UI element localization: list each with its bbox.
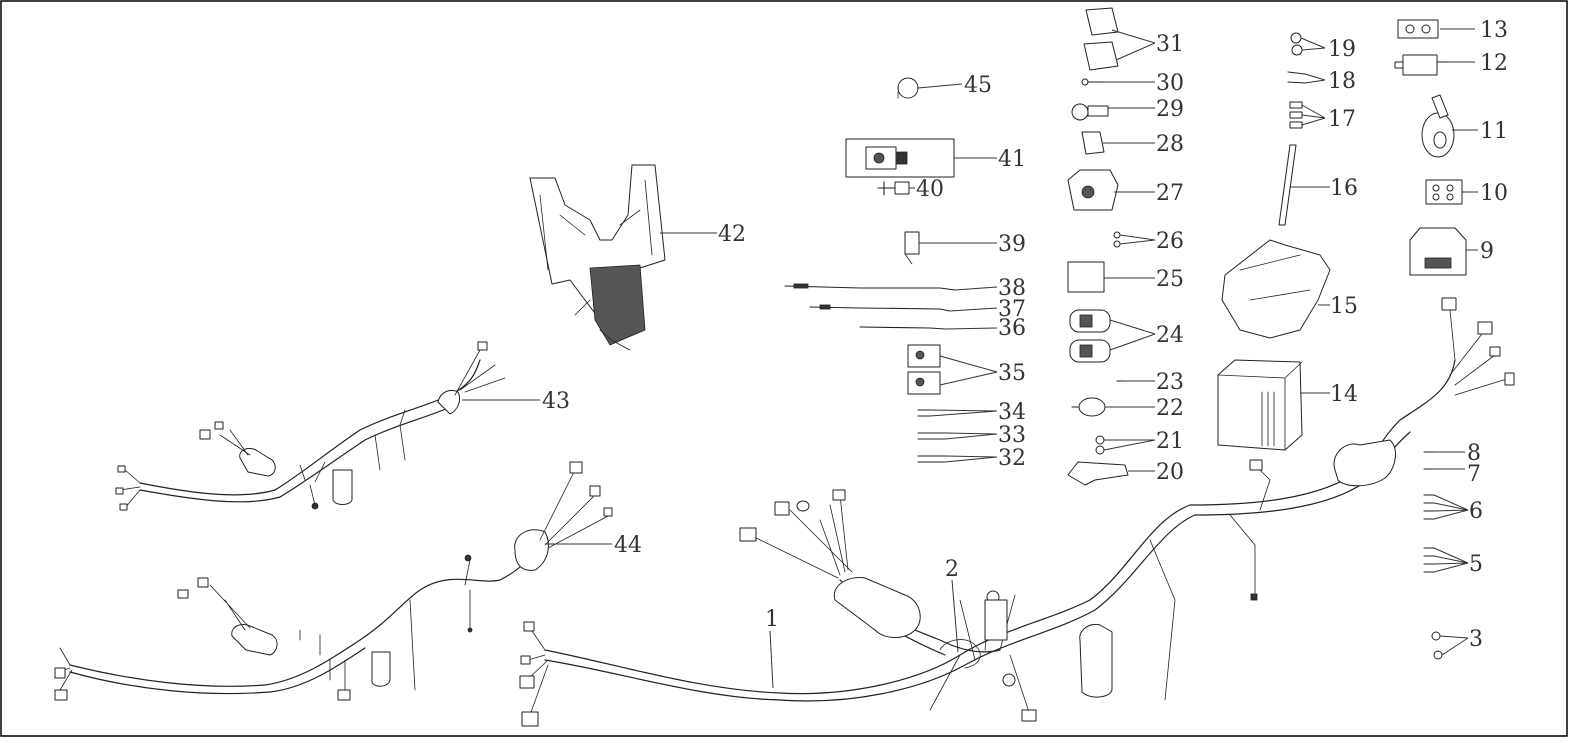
callout-19: 19 [1328,37,1356,62]
callout-35: 35 [998,361,1026,386]
callout-34: 34 [998,400,1026,425]
callout-27: 27 [1156,181,1184,206]
callout-45: 45 [964,73,992,98]
callout-9: 9 [1480,239,1494,264]
switch-assemblies-35 [907,344,941,395]
battery-box-15 [1221,239,1331,339]
callout-22: 22 [1156,396,1184,421]
callout-28: 28 [1156,132,1184,157]
sensor-29 [1071,103,1109,121]
bracket-20 [1067,461,1129,486]
upper-cover-assembly [529,164,666,351]
callout-37: 37 [998,297,1026,322]
callout-42: 42 [718,222,746,247]
callout-16: 16 [1330,176,1358,201]
callout-6: 6 [1469,499,1483,524]
callout-8: 8 [1467,441,1481,466]
callout-15: 15 [1330,294,1358,319]
callout-33: 33 [998,423,1026,448]
callout-10: 10 [1480,181,1508,206]
ignition-key [877,181,910,196]
regulator-9 [1409,227,1467,276]
bolts-19 [1290,32,1303,56]
small-fuses-3-8 [1423,451,1443,660]
screws-18 [1287,71,1306,84]
screws-26 [1113,231,1121,248]
leader-lines [462,28,1478,689]
nuts-17 [1289,101,1303,129]
sensor-22 [1071,397,1106,417]
speed-sensor [897,77,919,99]
strap-16 [1278,144,1297,226]
clip-28 [1081,131,1105,155]
callout-43: 43 [542,389,570,414]
switches-24 [1069,309,1111,363]
fuse-set-32-34 [917,409,946,463]
callout-40: 40 [916,177,944,202]
callout-25: 25 [1156,267,1184,292]
callout-13: 13 [1480,18,1508,43]
callout-32: 32 [998,446,1026,471]
fuse-block-13 [1397,19,1439,39]
callout-labels: 1 2 3 5 6 7 8 9 10 11 12 13 14 15 16 17 … [542,18,1508,652]
battery-14 [1217,359,1303,451]
callout-7: 7 [1467,462,1481,487]
coil-12 [1394,54,1449,76]
callout-20: 20 [1156,460,1184,485]
ignition-lock-box [845,138,955,178]
callout-36: 36 [998,316,1026,341]
callout-39: 39 [998,232,1026,257]
callout-24: 24 [1156,323,1184,348]
callout-31: 31 [1156,32,1184,57]
bolt-30 [1081,78,1105,86]
callout-23: 23 [1156,370,1184,395]
housing-27 [1067,169,1119,211]
callout-30: 30 [1156,71,1184,96]
callout-18: 18 [1328,69,1356,94]
callout-41: 41 [998,147,1026,172]
wiring-harness-43 [115,341,506,511]
callout-11: 11 [1480,119,1508,144]
callout-3: 3 [1469,627,1483,652]
callout-17: 17 [1328,107,1356,132]
callout-2: 2 [945,557,959,582]
callout-5: 5 [1469,552,1483,577]
callout-29: 29 [1156,97,1184,122]
relay-25 [1067,261,1105,293]
callout-38: 38 [998,276,1026,301]
wiring-harness-44 [54,461,613,701]
connector-block-10 [1425,179,1463,205]
relay-covers-31 [1083,7,1119,71]
headlight-switch [904,231,920,265]
main-wiring-harness [519,297,1515,727]
callout-26: 26 [1156,229,1184,254]
harness-sleeve [833,576,921,638]
callout-21: 21 [1156,429,1184,454]
nuts-21 [1095,435,1105,455]
callout-12: 12 [1480,51,1508,76]
callout-1: 1 [765,607,779,632]
horn-11 [1421,94,1455,158]
callout-14: 14 [1330,382,1358,407]
callout-44: 44 [614,533,642,558]
cables-36-38 [784,283,956,330]
